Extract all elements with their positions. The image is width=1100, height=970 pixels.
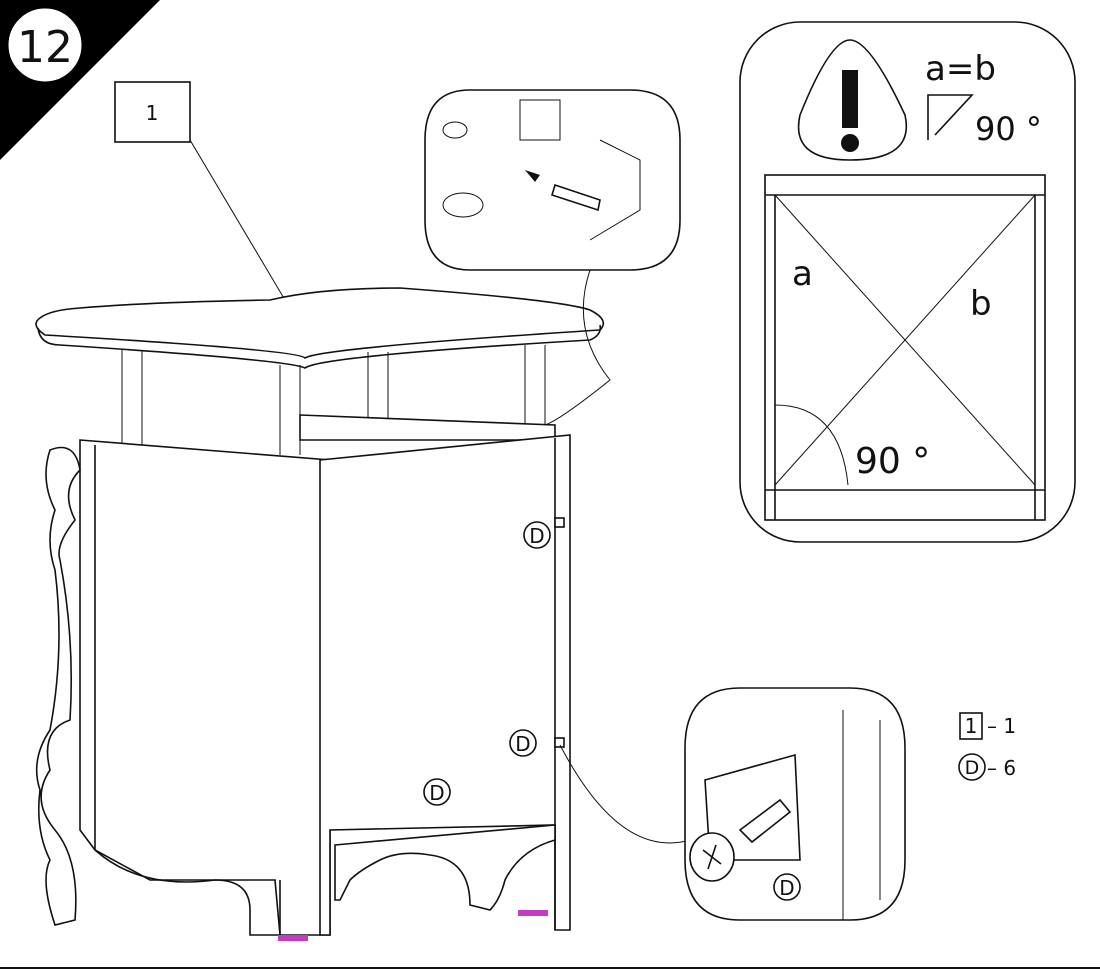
part-callout: 1 <box>114 81 286 301</box>
svg-text:D: D <box>515 732 530 756</box>
fastener-markers: D D D <box>423 517 565 806</box>
step-number: 12 <box>17 22 73 73</box>
parts-list-symbol: 1 <box>965 714 978 738</box>
part-callout-label: 1 <box>146 101 159 125</box>
corner-angle-label: 90 ° <box>855 441 930 482</box>
parts-list-item: 1 – 1 <box>959 712 1016 740</box>
diagonal-a-label: a <box>792 254 813 294</box>
cabinet-body <box>35 414 571 941</box>
step-badge: 12 <box>0 0 160 160</box>
dowel-detail-bubble <box>424 89 681 426</box>
tabletop <box>35 287 605 455</box>
parts-list-symbol: D <box>965 757 980 779</box>
svg-text:D: D <box>429 781 444 805</box>
fastener-marker: D <box>523 517 565 549</box>
parts-list-item: D – 6 <box>958 753 1016 781</box>
right-angle-label: 90 ° <box>975 110 1042 148</box>
parts-list-quantity: – 1 <box>987 714 1016 738</box>
screw-detail-bubble: D <box>559 687 906 921</box>
warning-icon <box>797 39 908 161</box>
svg-text:D: D <box>529 524 544 548</box>
parts-list: 1 – 1 D – 6 <box>958 712 1016 781</box>
parts-list-quantity: – 6 <box>987 756 1016 780</box>
screw-icon <box>689 798 792 882</box>
diagonal-b-label: b <box>970 284 992 324</box>
square-check-panel: a=b 90 ° a b 90 ° <box>739 21 1076 543</box>
fastener-marker: D <box>423 778 451 806</box>
equation-label: a=b <box>925 49 996 89</box>
fastener-marker: D <box>509 729 565 757</box>
screw-marker-label: D <box>779 876 794 900</box>
